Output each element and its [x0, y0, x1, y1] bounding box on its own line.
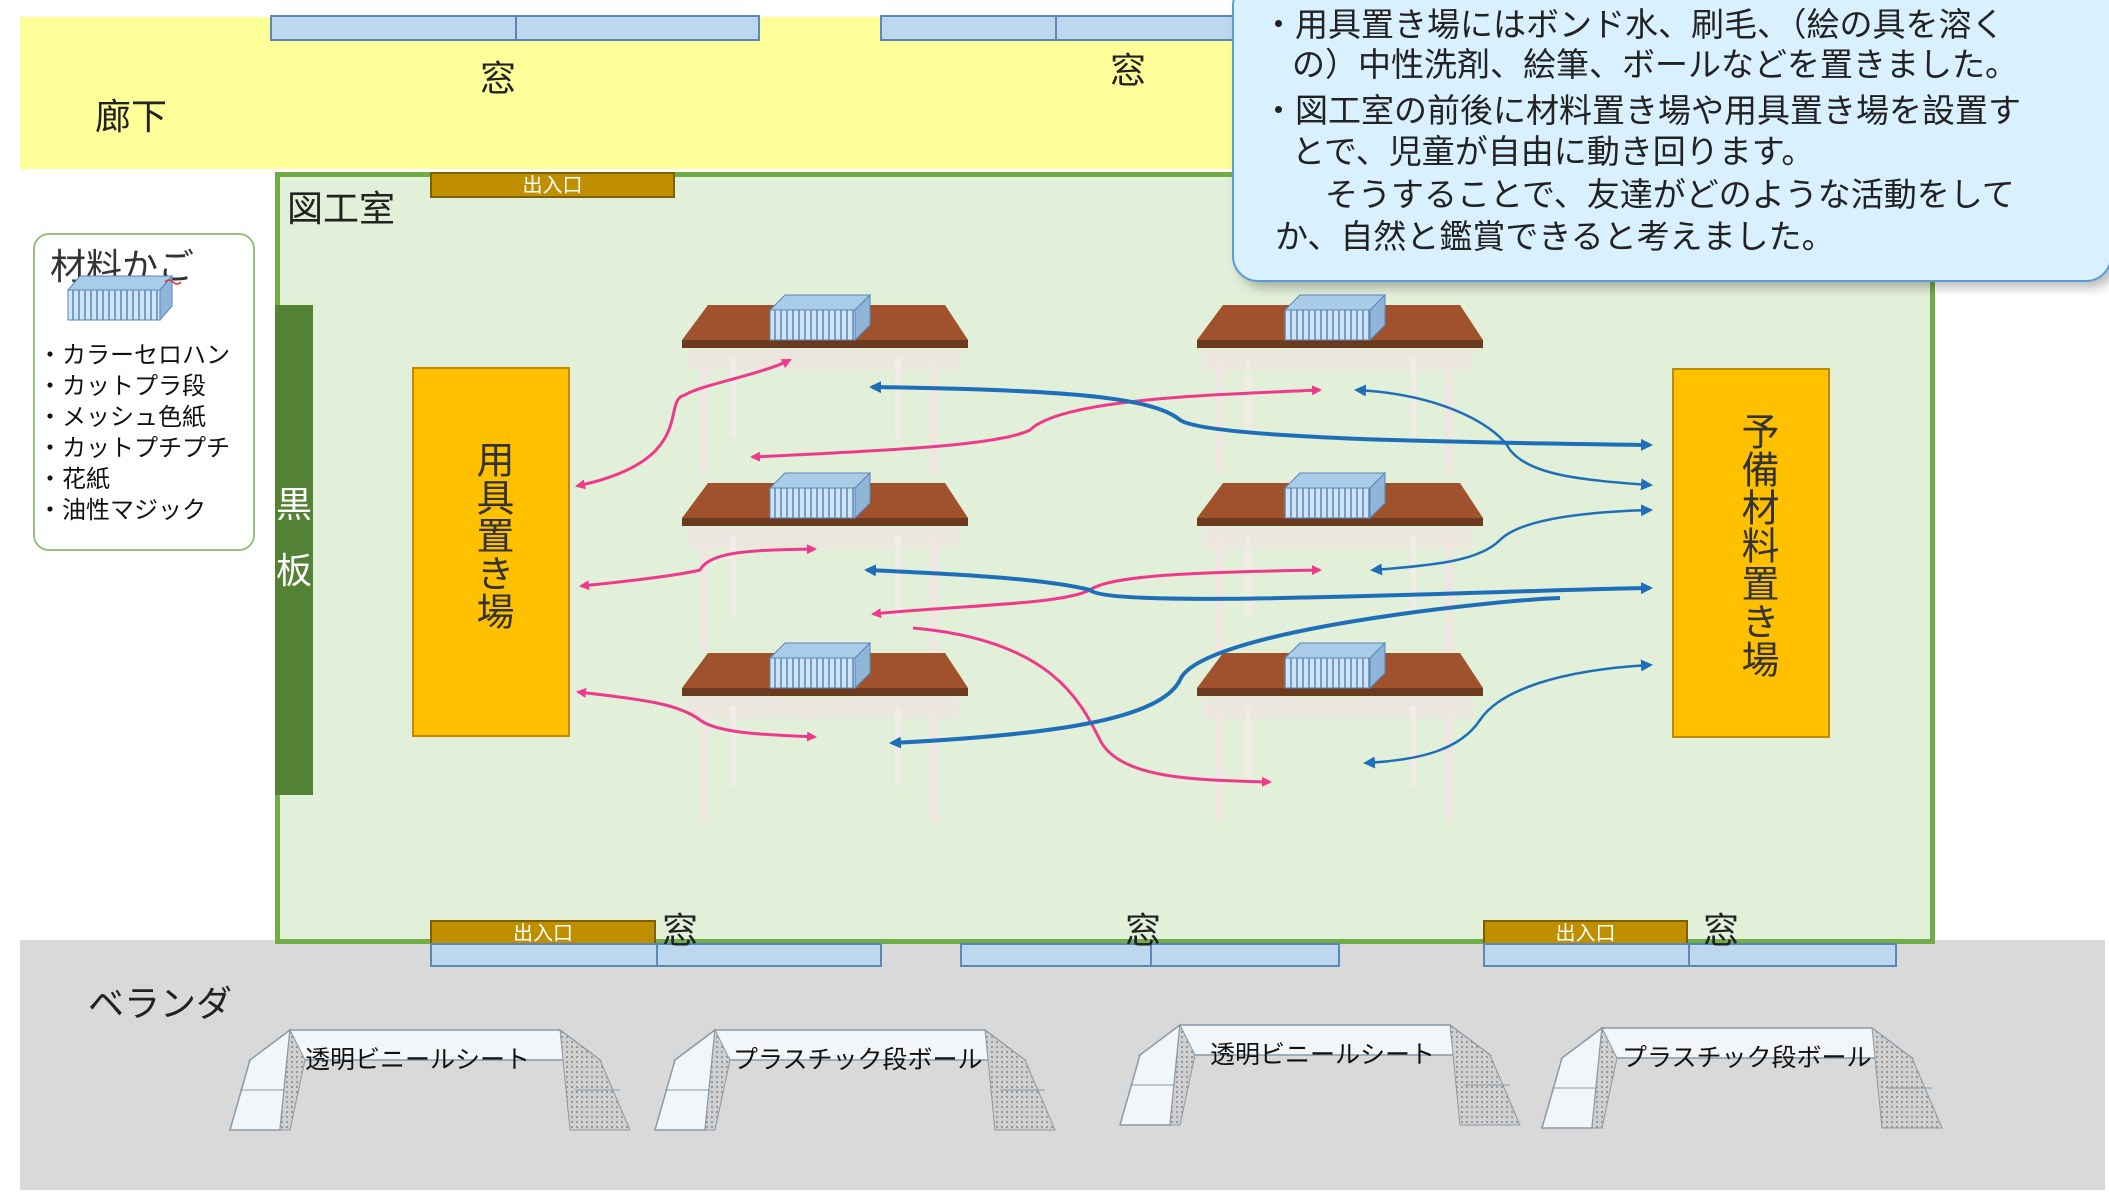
pink-arrow — [912, 626, 1272, 787]
window-divider — [1055, 15, 1057, 41]
blue-arrow — [869, 381, 1653, 451]
material-tray — [1283, 293, 1387, 342]
tool-station-label: 用具置き場 — [470, 440, 514, 630]
material-basket-icon — [66, 274, 182, 322]
callout-line: ・用具置き場にはボンド水、刷毛、（絵の具を溶く — [1262, 5, 2005, 44]
pink-arrow — [579, 544, 817, 591]
corridor — [20, 17, 1240, 169]
corridor-label: 廊下 — [95, 97, 168, 138]
material-tray — [1283, 641, 1387, 690]
pink-arrow — [576, 687, 817, 742]
blackboard — [275, 305, 313, 795]
legend-item: ・メッシュ色紙 — [38, 403, 206, 431]
window-label: 窓 — [1110, 51, 1147, 92]
tent-label: プラスチック段ボール — [733, 1045, 983, 1074]
window-divider — [1688, 943, 1690, 967]
material-tray — [768, 293, 872, 342]
tent-group — [229, 1023, 1943, 1131]
spare-materials-label: 予備材料置き場 — [1735, 412, 1779, 678]
pink-arrows — [575, 358, 1322, 787]
legend-item: ・カットプチプチ — [38, 434, 230, 462]
pink-arrow — [750, 385, 1322, 462]
blackboard-label-2: 板 — [275, 551, 312, 592]
blue-arrows — [864, 381, 1653, 769]
blue-arrow — [1363, 659, 1653, 769]
callout-line: ・図工室の前後に材料置き場や用具置き場を設置す — [1262, 91, 2021, 130]
tool-station — [412, 367, 570, 737]
window-divider — [656, 943, 658, 967]
window-label: 窓 — [1703, 911, 1740, 952]
material-tray — [768, 471, 872, 520]
entrance-top: 出入口 — [430, 172, 675, 198]
legend-item: ・油性マジック — [38, 496, 206, 524]
callout-line: とで、児童が自由に動き回ります。 — [1292, 132, 1815, 171]
blue-arrow — [864, 564, 1653, 601]
room-label: 図工室 — [287, 189, 396, 230]
blue-arrow — [889, 596, 1561, 749]
window-label: 窓 — [1125, 911, 1162, 952]
tent — [1541, 1026, 1943, 1129]
window-label: 窓 — [480, 59, 517, 100]
material-tray — [768, 641, 872, 690]
explanation-callout — [1232, 0, 2109, 282]
tent — [1119, 1023, 1521, 1126]
tent-label: プラスチック段ボール — [1622, 1043, 1872, 1072]
window-top-right — [880, 15, 1240, 41]
blue-arrow — [1354, 384, 1653, 491]
veranda-label: ベランダ — [88, 984, 233, 1025]
legend-item: ・カラーセロハン — [38, 341, 230, 369]
pink-arrow — [575, 358, 792, 490]
window-divider — [515, 15, 517, 41]
veranda — [20, 940, 2105, 1190]
tent — [229, 1028, 631, 1131]
legend-item: ・カットプラ段 — [38, 372, 206, 400]
callout-line: の）中性洗剤、絵筆、ボールなどを置きました。 — [1292, 45, 2018, 84]
window-label: 窓 — [662, 911, 699, 952]
legend-item: ・花紙 — [38, 465, 110, 493]
tent — [654, 1028, 1056, 1131]
material-tray — [1283, 471, 1387, 520]
desk-group — [682, 293, 1483, 821]
tent-label: 透明ビニールシート — [305, 1045, 531, 1074]
tent-label: 透明ビニールシート — [1210, 1040, 1436, 1069]
blackboard-label-1: 黒 — [275, 485, 312, 526]
spare-materials-station — [1672, 368, 1830, 738]
window-divider — [1150, 943, 1152, 967]
window-bottom-right — [1483, 943, 1897, 967]
callout-line: か、自然と鑑賞できると考えました。 — [1275, 217, 1835, 256]
callout-line: そうすることで、友達がどのような活動をして — [1292, 175, 2015, 214]
